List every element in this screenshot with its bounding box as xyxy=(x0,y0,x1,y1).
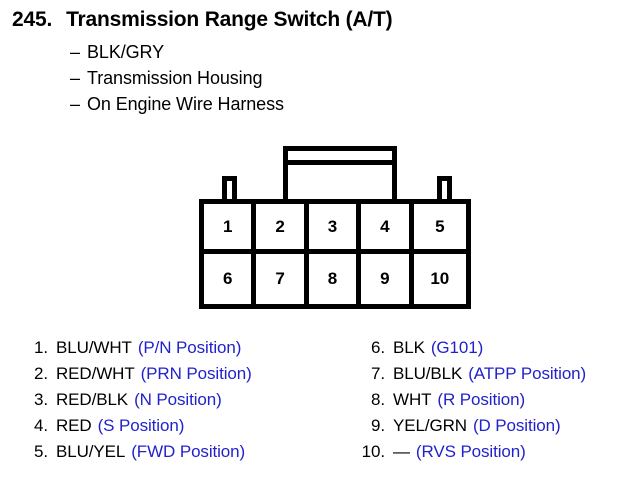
list-item: 7. BLU/BLK (ATPP Position) xyxy=(355,364,586,390)
legend-index: 4. xyxy=(34,416,48,435)
legend-index: 3. xyxy=(34,390,48,409)
pin-cell-2: 2 xyxy=(256,204,309,254)
legend-wire-color: BLU/YEL xyxy=(56,442,126,461)
legend-position: (D Position) xyxy=(472,416,561,435)
legend-position: (ATPP Position) xyxy=(468,364,587,383)
header-subline-text: On Engine Wire Harness xyxy=(87,94,284,114)
connector-notch-left-icon xyxy=(222,176,237,204)
list-item: 3. RED/BLK (N Position) xyxy=(18,390,252,416)
pin-cell-1: 1 xyxy=(204,204,257,254)
legend-wire-color: RED/BLK xyxy=(56,390,129,409)
pin-cell-4: 4 xyxy=(361,204,414,254)
header-subline-wire-color: –BLK/GRY xyxy=(70,42,164,63)
connector-pin-grid: 1 2 3 4 5 6 7 8 9 10 xyxy=(199,199,471,309)
legend-index: 7. xyxy=(371,364,385,383)
legend-index: 6. xyxy=(371,338,385,357)
dash-glyph: – xyxy=(70,42,80,62)
connector-notch-right-icon xyxy=(437,176,452,204)
legend-index: 5. xyxy=(34,442,48,461)
legend-index: 9. xyxy=(371,416,385,435)
list-item: 2. RED/WHT (PRN Position) xyxy=(18,364,252,390)
list-item: 6. BLK (G101) xyxy=(355,338,586,364)
legend-position: (N Position) xyxy=(134,390,222,409)
pin-cell-7: 7 xyxy=(256,254,309,304)
legend-wire-color: YEL/GRN xyxy=(393,416,467,435)
pin-cell-8: 8 xyxy=(308,254,362,304)
header-subline-text: BLK/GRY xyxy=(87,42,165,62)
pin-legend-right: 6. BLK (G101) 7. BLU/BLK (ATPP Position)… xyxy=(355,338,587,468)
legend-index: 2. xyxy=(34,364,48,383)
list-item: 4. RED (S Position) xyxy=(18,416,252,442)
pin-cell-10: 10 xyxy=(413,254,466,304)
legend-index: 1. xyxy=(34,338,48,357)
legend-position: (P/N Position) xyxy=(137,338,242,357)
legend-wire-color: RED xyxy=(56,416,92,435)
legend-wire-color: BLU/BLK xyxy=(393,364,463,383)
legend-wire-color: WHT xyxy=(393,390,432,409)
legend-position: (RVS Position) xyxy=(415,442,526,461)
legend-index: 10. xyxy=(361,442,385,461)
header-subline-harness: –On Engine Wire Harness xyxy=(70,94,284,115)
list-item: 8. WHT (R Position) xyxy=(355,390,586,416)
legend-position: (R Position) xyxy=(437,390,526,409)
entry-number: 245. xyxy=(12,8,53,31)
connector-latch-bar xyxy=(288,160,392,165)
legend-position: (S Position) xyxy=(97,416,185,435)
list-item: 1. BLU/WHT (P/N Position) xyxy=(18,338,252,364)
page-title: 245. Transmission Range Switch (A/T) xyxy=(12,8,393,32)
dash-glyph: – xyxy=(70,68,80,88)
legend-index: 8. xyxy=(371,390,385,409)
pin-cell-5: 5 xyxy=(413,204,466,254)
legend-wire-color: RED/WHT xyxy=(56,364,135,383)
entry-title: Transmission Range Switch (A/T) xyxy=(66,8,393,31)
header-subline-text: Transmission Housing xyxy=(87,68,263,88)
pin-cell-3: 3 xyxy=(308,204,362,254)
legend-position: (G101) xyxy=(430,338,484,357)
legend-position: (PRN Position) xyxy=(140,364,252,383)
pin-legend-left: 1. BLU/WHT (P/N Position) 2. RED/WHT (PR… xyxy=(18,338,252,468)
legend-wire-color: — xyxy=(393,442,410,461)
pin-cell-9: 9 xyxy=(361,254,414,304)
header-subline-location: –Transmission Housing xyxy=(70,68,263,89)
legend-position: (FWD Position) xyxy=(131,442,246,461)
legend-wire-color: BLU/WHT xyxy=(56,338,132,357)
list-item: 10. — (RVS Position) xyxy=(355,442,586,468)
dash-glyph: – xyxy=(70,94,80,114)
connector-diagram: 1 2 3 4 5 6 7 8 9 10 xyxy=(199,146,471,309)
list-item: 9. YEL/GRN (D Position) xyxy=(355,416,586,442)
pin-cell-6: 6 xyxy=(204,254,257,304)
list-item: 5. BLU/YEL (FWD Position) xyxy=(18,442,252,468)
legend-wire-color: BLK xyxy=(393,338,425,357)
connector-latch-tab xyxy=(283,146,397,204)
